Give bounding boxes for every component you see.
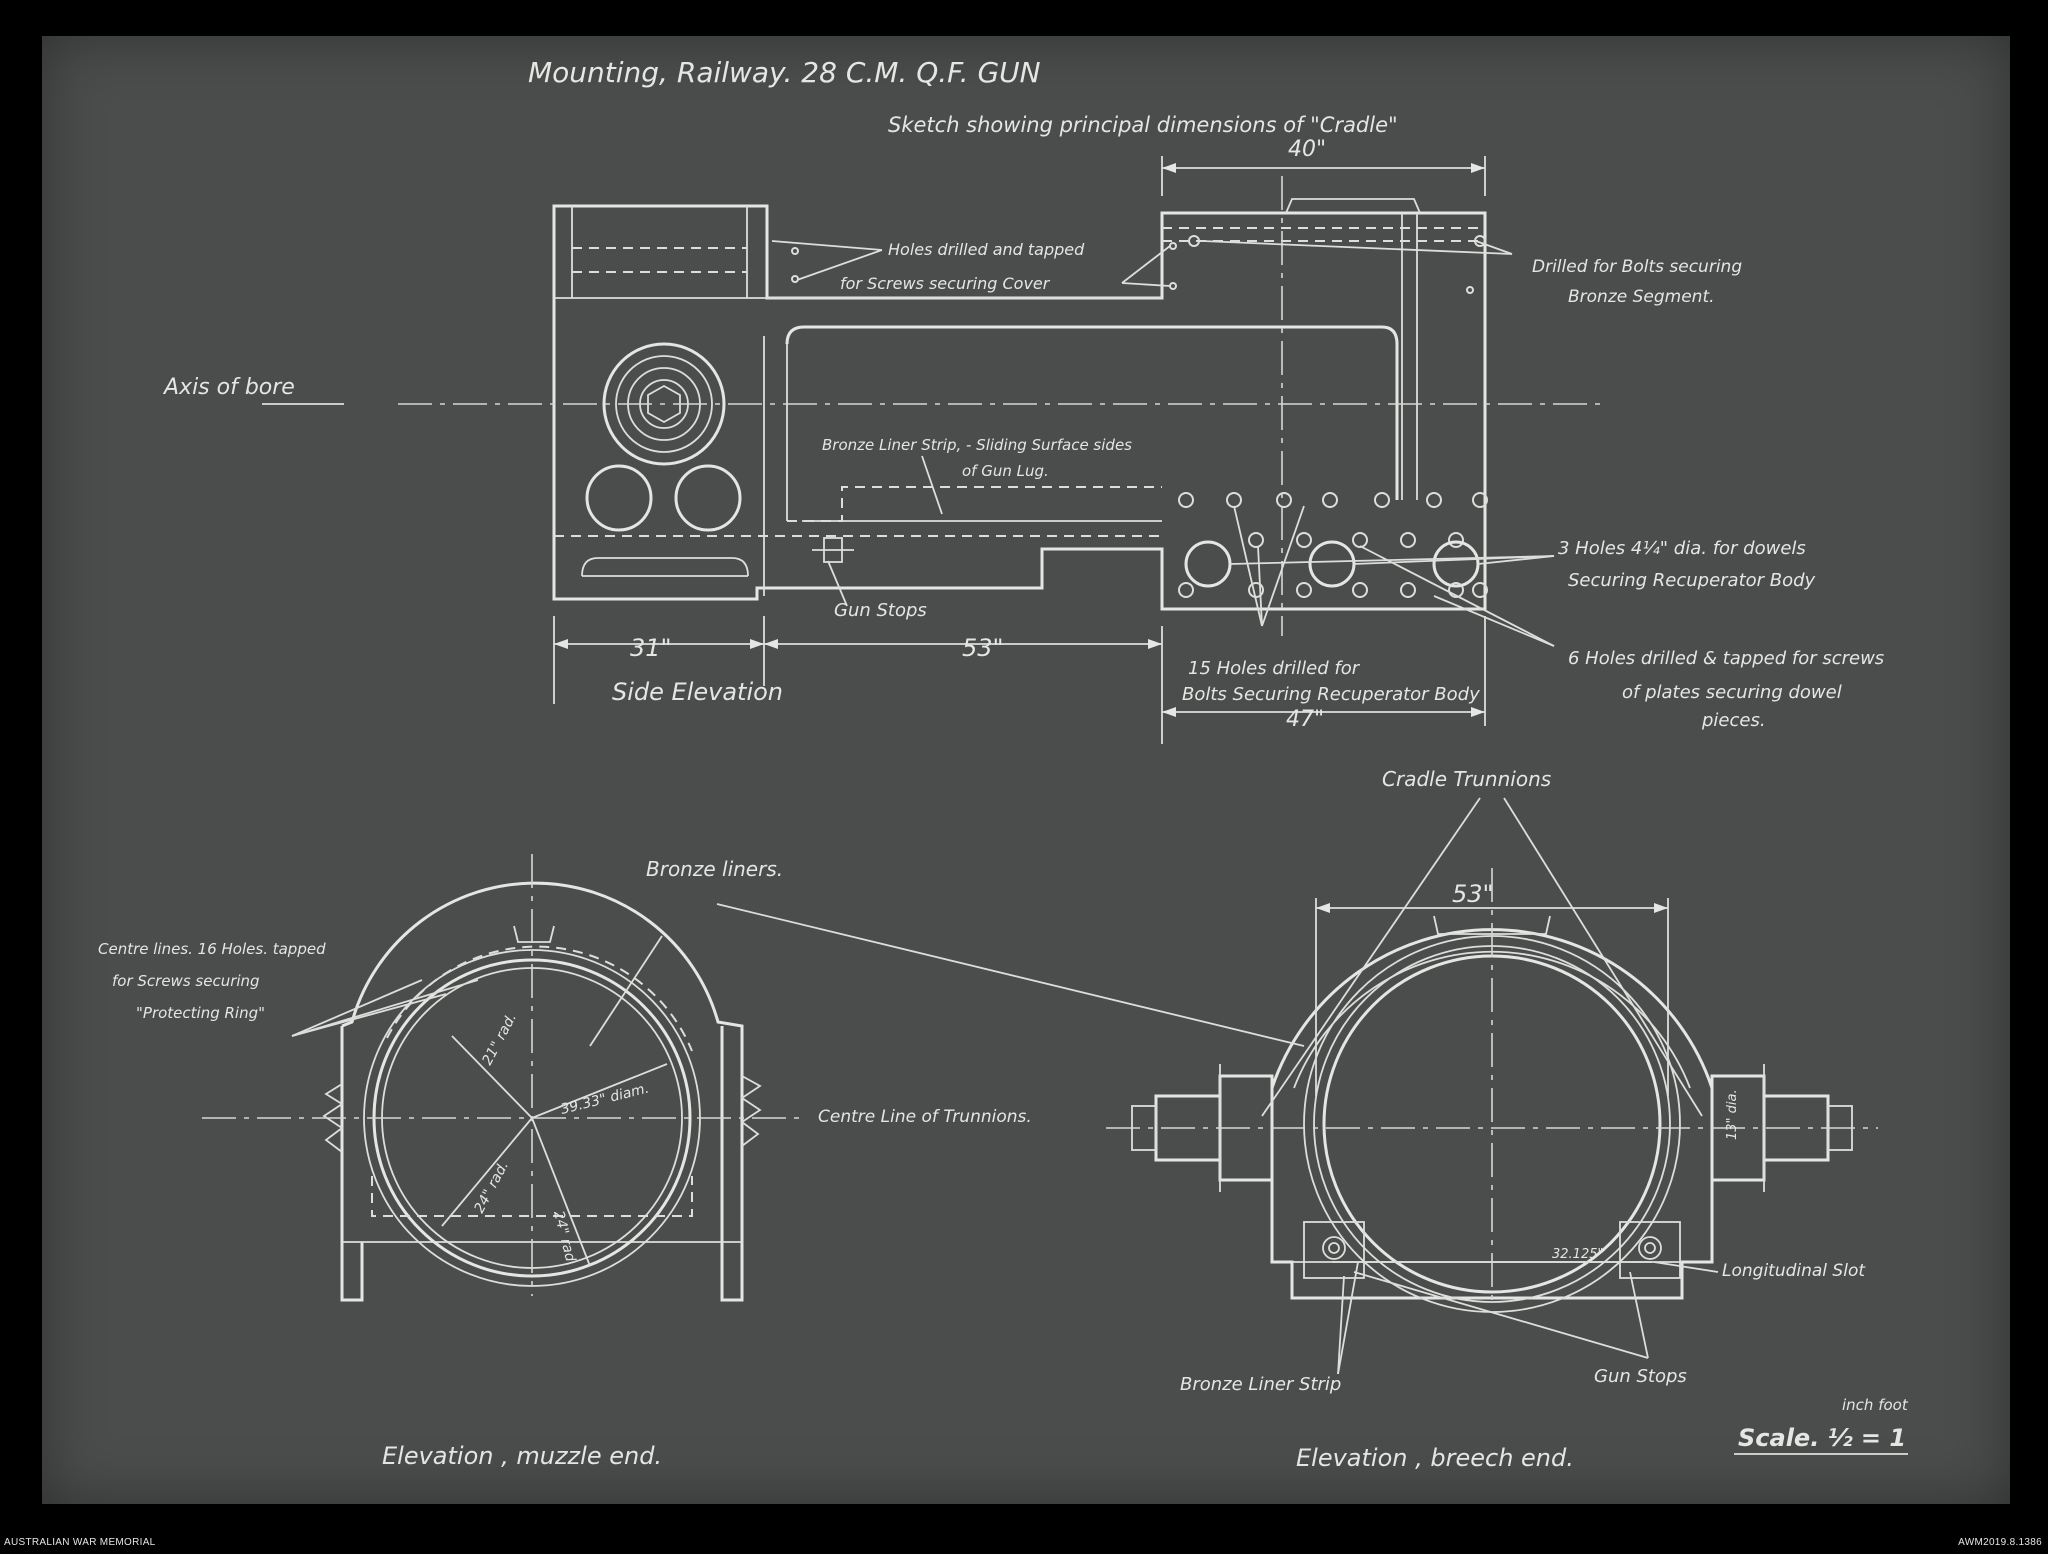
cradle-drawing: Mounting, Railway. 28 C.M. Q.F. GUN Sket… (98, 56, 1909, 1472)
scale-label: Scale. ½ = 1 (1738, 1424, 1906, 1452)
blueprint-sheet: Mounting, Railway. 28 C.M. Q.F. GUN Sket… (42, 36, 2010, 1504)
scale-legend: Scale. ½ = 1 inch foot (1734, 1396, 1909, 1455)
dim-40: 40" (1288, 137, 1326, 162)
bronze-strip-label-line1: Bronze Liner Strip, - Sliding Surface si… (822, 436, 1132, 454)
axis-of-bore-label: Axis of bore (162, 375, 295, 400)
gun-stops-breech-label: Gun Stops (1594, 1366, 1687, 1387)
muzzle-end-view (202, 854, 802, 1302)
six-holes-label-line3: pieces. (1701, 710, 1766, 731)
centre-lines-label-line2: for Screws securing (112, 972, 260, 990)
footer-institution: AUSTRALIAN WAR MEMORIAL (4, 1537, 156, 1548)
drilled-bolts-label-line1: Drilled for Bolts securing (1532, 257, 1742, 277)
dim-47: 47" (1286, 707, 1324, 732)
footer-accession-number: AWM2019.8.1386 (1958, 1537, 2042, 1548)
centre-line-trunnions-label: Centre Line of Trunnions. (818, 1107, 1032, 1127)
gun-stops-side-label: Gun Stops (834, 600, 927, 621)
six-holes-label-line1: 6 Holes drilled & tapped for screws (1568, 648, 1884, 669)
side-leaders (771, 240, 1555, 647)
drilled-bolts-label-line2: Bronze Segment. (1568, 287, 1715, 307)
elevation-breech-label: Elevation , breech end. (1296, 1444, 1574, 1472)
dim-31: 31" (630, 634, 672, 662)
elevation-muzzle-label: Elevation , muzzle end. (382, 1442, 662, 1470)
side-elevation-label: Side Elevation (612, 678, 783, 706)
breech-end-view (716, 797, 1878, 1375)
bronze-strip-label-line2: of Gun Lug. (962, 462, 1049, 480)
bronze-liner-strip-label: Bronze Liner Strip (1180, 1374, 1341, 1395)
scale-units-label: inch foot (1842, 1396, 1909, 1414)
dim-53-side: 53" (962, 634, 1004, 662)
three-holes-label-line1: 3 Holes 4¼" dia. for dowels (1558, 538, 1806, 559)
holes-drilled-label-line2: for Screws securing Cover (840, 274, 1051, 293)
main-title: Mounting, Railway. 28 C.M. Q.F. GUN (528, 56, 1041, 89)
three-holes-label-line2: Securing Recuperator Body (1568, 570, 1816, 591)
centre-lines-label-line1: Centre lines. 16 Holes. tapped (98, 940, 326, 958)
side-elevation-view (398, 176, 1602, 636)
dim-32: 32.125" (1552, 1247, 1603, 1262)
sub-title: Sketch showing principal dimensions of "… (888, 113, 1398, 137)
fifteen-holes-label-line2: Bolts Securing Recuperator Body (1182, 684, 1480, 705)
dim-53-end: 53" (1452, 880, 1494, 908)
dim-24-rad-b: 24" rad. (550, 1209, 579, 1268)
side-dimensions (553, 156, 1486, 744)
centre-lines-label-line3: "Protecting Ring" (136, 1004, 265, 1022)
holes-drilled-label-line1: Holes drilled and tapped (888, 240, 1085, 259)
cradle-trunnions-label: Cradle Trunnions (1382, 767, 1551, 791)
six-holes-label-line2: of plates securing dowel (1622, 682, 1842, 703)
dim-13-dia: 13" dia. (1725, 1089, 1740, 1140)
dim-39-diam: 39.33" diam. (559, 1080, 651, 1117)
dim-21-rad: 21" rad. (479, 1011, 520, 1068)
longitudinal-slot-label: Longitudinal Slot (1722, 1261, 1866, 1281)
fifteen-holes-label-line1: 15 Holes drilled for (1188, 658, 1361, 679)
bronze-liners-label: Bronze liners. (646, 857, 783, 881)
